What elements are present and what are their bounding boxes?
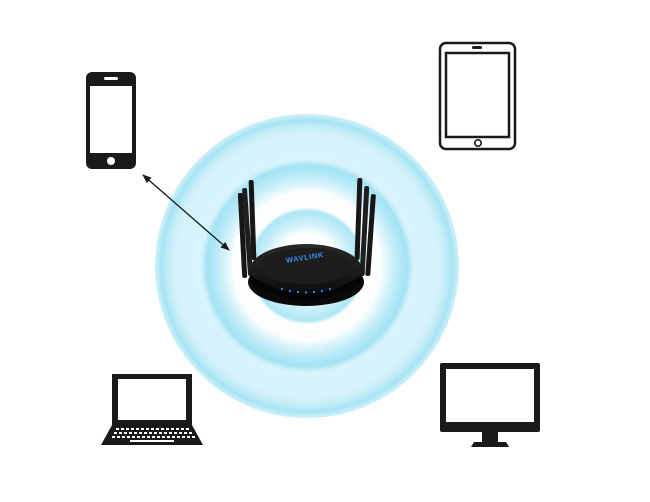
router-status-leds	[280, 287, 332, 294]
connection-arrow	[142, 174, 230, 251]
router-icon: WAVLINK	[237, 178, 376, 306]
tablet-icon	[438, 41, 517, 151]
smartphone-icon	[86, 72, 136, 169]
laptop-icon	[101, 374, 203, 445]
desktop-monitor-icon	[440, 363, 540, 447]
laptop-keyboard	[112, 428, 195, 442]
